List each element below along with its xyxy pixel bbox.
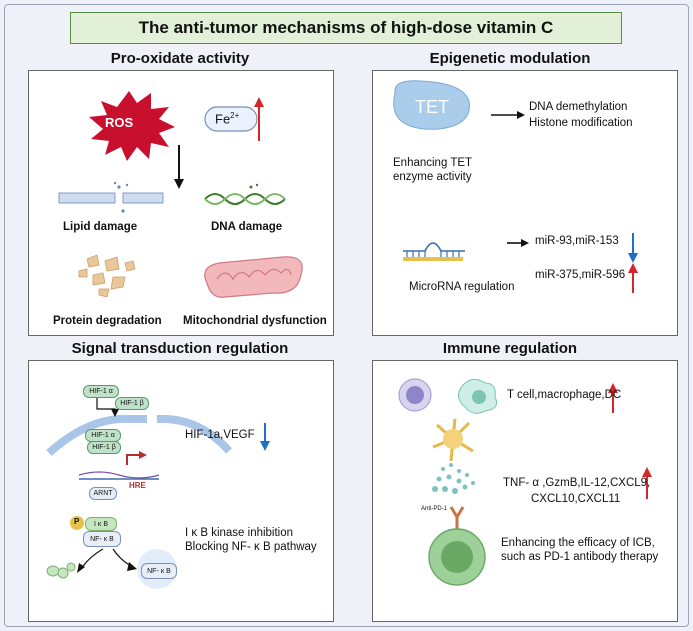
figure-title: The anti-tumor mechanisms of high-dose v… (138, 18, 554, 37)
cytokines-label-1: TNF- α ,GzmB,IL-12,CXCL9, (503, 477, 651, 489)
hif1a-pill: HIF-1 α (83, 385, 119, 398)
mir-down-label: miR-93,miR-153 (535, 235, 619, 247)
hif1b-pill: HIF-1 β (115, 397, 149, 410)
fe-text: Fe (215, 111, 231, 127)
immune-graphics (398, 378, 652, 586)
protein-degradation-label: Protein degradation (53, 315, 162, 327)
antibody-icon (449, 506, 465, 529)
nfkb-pill: NF- κ B (83, 531, 121, 547)
tet-enzyme-icon (393, 80, 470, 130)
arnt-pill: ARNT (89, 487, 117, 500)
immune-cells-label: T cell,macrophage,DC (507, 389, 622, 401)
tet-arrow-icon (517, 111, 525, 119)
mitochondrion-icon (204, 256, 303, 298)
nuclear-membrane-icon (46, 414, 147, 456)
hif1a-nuclear-pill: HIF-1 α (85, 429, 121, 442)
ikb-left-arrow-icon (77, 563, 85, 573)
microrna-regulation-label: MicroRNA regulation (409, 281, 515, 293)
hif1b-nuclear-pill: HIF-1 β (87, 441, 121, 454)
immune-title: Immune regulation (442, 340, 578, 357)
hif-down-arrow-icon (260, 441, 270, 451)
hif-vegf-label: HIF-1a,VEGF (185, 429, 255, 441)
lipid-damage-label: Lipid damage (63, 221, 138, 233)
cytokines-up-arrow-icon (642, 467, 652, 477)
fe-superscript: 2+ (230, 111, 240, 120)
dna-demethylation-label: DNA demethylation (529, 101, 628, 113)
cytokines-icon (432, 463, 475, 494)
hre-label: HRE (129, 481, 146, 490)
mir-up-arrow-icon (628, 263, 638, 273)
nfkb-nuclear-pill: NF- κ B (141, 563, 177, 579)
dna-helix-icon (204, 183, 286, 205)
phospho-icon (70, 516, 84, 530)
ikb-fragments-icon (46, 562, 76, 579)
figure-title-box: The anti-tumor mechanisms of high-dose v… (70, 12, 622, 44)
mito-dysfunction-label: Mitochondrial dysfunction (183, 315, 327, 327)
fe-up-arrow-icon (254, 97, 264, 107)
cells-up-arrow-icon (608, 383, 618, 393)
pro-oxidate-graphics (58, 91, 303, 298)
signal-title: Signal transduction regulation (71, 340, 289, 357)
signal-graphics (46, 391, 270, 589)
signal-panel: HIF-1 α HIF-1 β HIF-1 α HIF-1 β ARNT HRE… (28, 360, 334, 622)
pro-oxidate-panel: ROS Fe2+ Lipid damage DNA damage Protein… (28, 70, 334, 336)
anti-pd1-label: Anti-PD-1 (421, 506, 448, 512)
icb-label-2: such as PD-1 antibody therapy (501, 551, 659, 563)
hre-arrow-icon (139, 451, 147, 459)
mir-arrow-icon (521, 239, 529, 247)
epigenetic-panel: TET DNA demethylation Histone modificati… (372, 70, 678, 336)
fe-label: Fe2+ (215, 111, 239, 126)
fe-pill (204, 106, 258, 132)
hif-arrow-icon (111, 409, 119, 417)
pro-oxidate-title: Pro-oxidate activity (110, 50, 250, 67)
epigenetic-title: Epigenetic modulation (429, 50, 591, 67)
ros-burst-icon (89, 91, 175, 161)
immune-panel: T cell,macrophage,DC TNF- α ,GzmB,IL-12,… (372, 360, 678, 622)
ros-label: ROS (105, 115, 134, 130)
protein-fragments-icon (78, 254, 136, 298)
icb-label-1: Enhancing the efficacy of ICB, (501, 537, 655, 549)
cytokines-label-2: CXCL10,CXCL11 (531, 493, 621, 505)
ikb-inhibition-label: I κ B kinase inhibition (185, 527, 294, 539)
microrna-icon (403, 242, 465, 261)
lipid-membrane-icon (58, 181, 164, 213)
mir-down-arrow-icon (628, 253, 638, 263)
down-arrow-icon (174, 179, 184, 189)
enzyme-activity-label: enzyme activity (393, 171, 472, 183)
mir-up-label: miR-375,miR-596 (535, 269, 626, 281)
ikb-pill: I κ B (85, 517, 117, 531)
enhancing-tet-label: Enhancing TET (393, 157, 473, 169)
ikb-right-arrow-icon (127, 562, 137, 571)
tet-label: TET (415, 97, 449, 117)
nfkb-blocking-label: Blocking NF- κ B pathway (185, 541, 317, 553)
p-label: P (74, 517, 80, 526)
dna-damage-label: DNA damage (211, 221, 283, 233)
histone-modification-label: Histone modification (529, 117, 633, 129)
epigenetic-graphics (393, 80, 638, 293)
